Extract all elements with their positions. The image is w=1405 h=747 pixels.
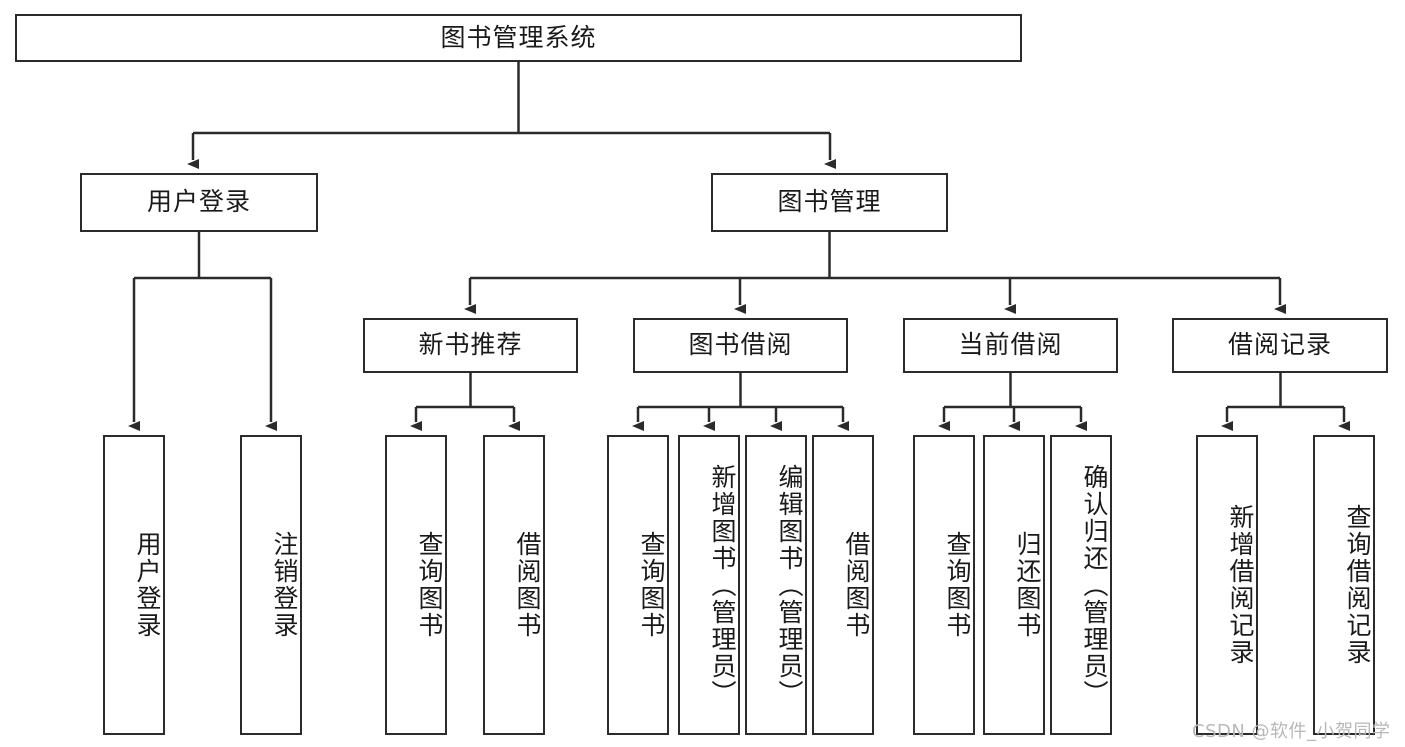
node-user-login[interactable]: 用户登录 <box>80 173 318 232</box>
node-root-system[interactable]: 图书管理系统 <box>15 14 1022 62</box>
node-label: 当前借阅 <box>958 330 1063 360</box>
node-book-borrow[interactable]: 图书借阅 <box>633 318 848 373</box>
node-label: 编辑图书（管理员） <box>775 463 804 707</box>
node-label: 查询图书 <box>415 531 444 639</box>
node-leaf-return-book[interactable]: 归还图书 <box>983 435 1045 735</box>
node-leaf-user-login[interactable]: 用户登录 <box>103 435 165 735</box>
node-label: 借阅记录 <box>1227 330 1332 360</box>
node-label: 借阅图书 <box>513 531 542 639</box>
node-label: 图书管理系统 <box>440 22 597 52</box>
node-book-manage[interactable]: 图书管理 <box>711 173 948 232</box>
node-label: 查询图书 <box>637 531 666 639</box>
node-label: 查询借阅记录 <box>1343 504 1372 666</box>
node-label: 新增借阅记录 <box>1226 504 1255 666</box>
node-leaf-query-book-2[interactable]: 查询图书 <box>607 435 669 735</box>
node-label: 用户登录 <box>146 187 251 217</box>
csdn-watermark: CSDN @软件_小贺同学 <box>1192 721 1391 742</box>
node-label: 确认归还（管理员） <box>1080 463 1109 707</box>
node-current-borrow[interactable]: 当前借阅 <box>903 318 1118 373</box>
node-label: 新增图书（管理员） <box>708 463 737 707</box>
node-leaf-borrow-book-2[interactable]: 借阅图书 <box>812 435 874 735</box>
node-label: 注销登录 <box>270 531 299 639</box>
node-label: 用户登录 <box>133 531 162 639</box>
node-leaf-query-record[interactable]: 查询借阅记录 <box>1313 435 1375 735</box>
node-label: 图书管理 <box>777 187 882 217</box>
node-leaf-query-book-3[interactable]: 查询图书 <box>913 435 975 735</box>
node-leaf-add-book[interactable]: 新增图书（管理员） <box>678 435 740 735</box>
node-leaf-borrow-book-1[interactable]: 借阅图书 <box>483 435 545 735</box>
node-leaf-confirm-return[interactable]: 确认归还（管理员） <box>1050 435 1112 735</box>
node-leaf-logout[interactable]: 注销登录 <box>240 435 302 735</box>
node-leaf-add-record[interactable]: 新增借阅记录 <box>1196 435 1258 735</box>
node-label: 查询图书 <box>943 531 972 639</box>
node-label: 新书推荐 <box>418 330 523 360</box>
node-label: 归还图书 <box>1013 531 1042 639</box>
node-label: 图书借阅 <box>688 330 793 360</box>
node-borrow-record[interactable]: 借阅记录 <box>1172 318 1388 373</box>
node-leaf-query-book-1[interactable]: 查询图书 <box>385 435 447 735</box>
node-leaf-edit-book[interactable]: 编辑图书（管理员） <box>745 435 807 735</box>
node-new-book-rec[interactable]: 新书推荐 <box>363 318 578 373</box>
node-label: 借阅图书 <box>842 531 871 639</box>
